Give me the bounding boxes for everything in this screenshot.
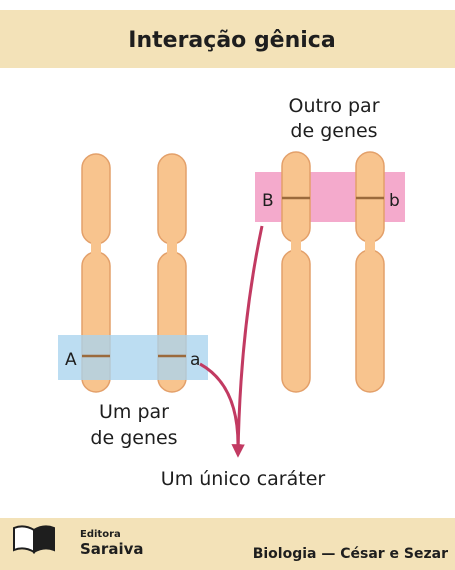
chromosome-b-homolog: [355, 151, 385, 393]
book-logo-icon: [13, 525, 55, 554]
gene-pair-one-highlight: [58, 335, 208, 380]
publisher-line2: Saraiva: [80, 540, 144, 558]
page-title: Interação gênica: [128, 28, 335, 53]
publisher-line1: Editora: [80, 529, 121, 540]
allele-label-A: A: [65, 350, 77, 370]
arrow-from-pair-two: [231, 225, 264, 458]
book-credit: Biologia — César e Sezar: [253, 546, 448, 562]
pair-two-label-line2: de genes: [290, 120, 377, 142]
chromosome-b: [281, 151, 311, 393]
result-label: Um único caráter: [161, 468, 326, 490]
pair-one-label-line1: Um par: [99, 401, 169, 423]
allele-label-b: b: [389, 191, 400, 211]
allele-label-a: a: [190, 350, 200, 370]
pair-one-label-line2: de genes: [90, 427, 177, 449]
allele-label-B: B: [262, 191, 274, 211]
footer-bar: [0, 518, 455, 570]
pair-two-label-line1: Outro par: [288, 95, 379, 117]
header-bar: [0, 10, 455, 68]
